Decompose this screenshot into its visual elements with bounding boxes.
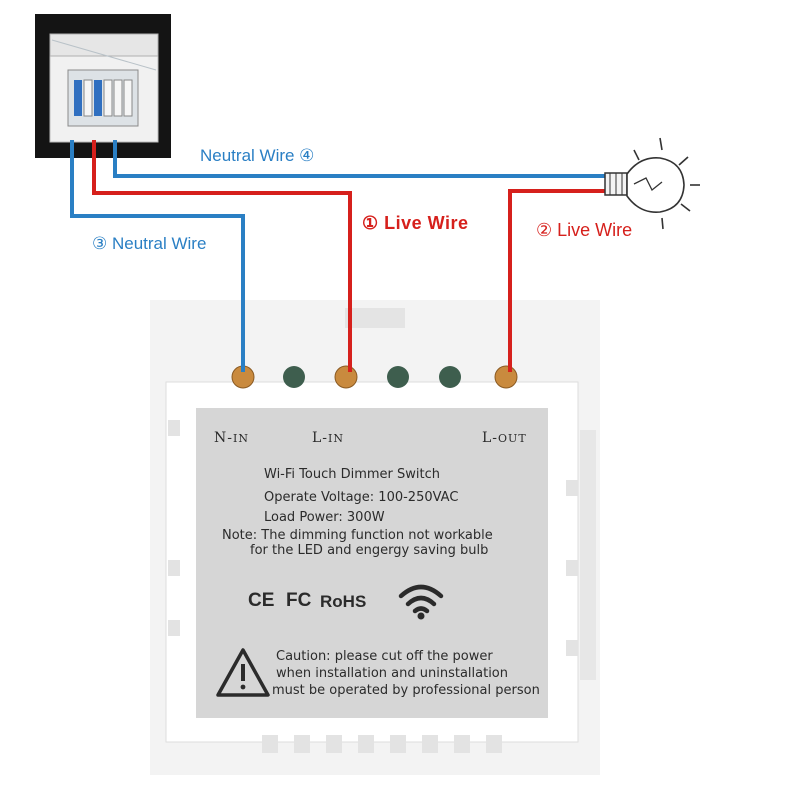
terminal-unused (387, 366, 409, 388)
caution-line-2: when installation and uninstallation (276, 666, 509, 681)
breaker-panel-icon (35, 14, 171, 158)
label-plate (196, 408, 548, 718)
product-title: Wi-Fi Touch Dimmer Switch (264, 467, 440, 482)
spec-voltage: Operate Voltage: 100-250VAC (264, 490, 459, 505)
terminal-l-in (334, 365, 358, 389)
terminal-label-main: L- (312, 430, 329, 446)
neutral-wire-4 (113, 140, 612, 178)
neutral-wire-3-label: ③ Neutral Wire (92, 234, 207, 253)
live-wire-1-label: ① Live Wire (362, 213, 469, 233)
terminal-label-n-in: N-IN (214, 430, 249, 446)
rohs-mark: RoHS (320, 592, 367, 611)
live-wire-1 (92, 140, 352, 372)
wifi-icon (398, 584, 444, 614)
terminal-unused (439, 366, 461, 388)
caution-line-3: must be operated by professional person (272, 683, 540, 698)
terminal-label-l-in: L-IN (312, 430, 344, 446)
terminal-row (231, 365, 518, 389)
neutral-wire-4-label: Neutral Wire ④ (200, 146, 315, 165)
terminal-label-main: N- (214, 430, 233, 446)
terminal-label-sub: OUT (498, 432, 527, 445)
ce-mark: CE (248, 590, 275, 611)
neutral-wire-3 (70, 140, 245, 372)
live-wire-2 (508, 189, 612, 372)
light-bulb-icon (604, 137, 700, 230)
caution-line-1: Caution: please cut off the power (276, 649, 493, 664)
terminal-label-l-out: L-OUT (482, 430, 527, 446)
fc-mark: FC (286, 590, 312, 611)
live-wire-2-label: ② Live Wire (536, 220, 633, 240)
terminal-l-out (494, 365, 518, 389)
terminal-label-main: L- (482, 430, 499, 446)
warning-triangle-icon (216, 648, 270, 697)
terminal-label-sub: IN (328, 432, 345, 445)
spec-note-line-1: Note: The dimming function not workable (222, 528, 493, 543)
spec-load-power: Load Power: 300W (264, 510, 385, 525)
terminal-unused (283, 366, 305, 388)
spec-note-line-2: for the LED and engergy saving bulb (250, 543, 489, 558)
terminal-label-sub: IN (232, 432, 249, 445)
wifi-dot (417, 612, 425, 620)
